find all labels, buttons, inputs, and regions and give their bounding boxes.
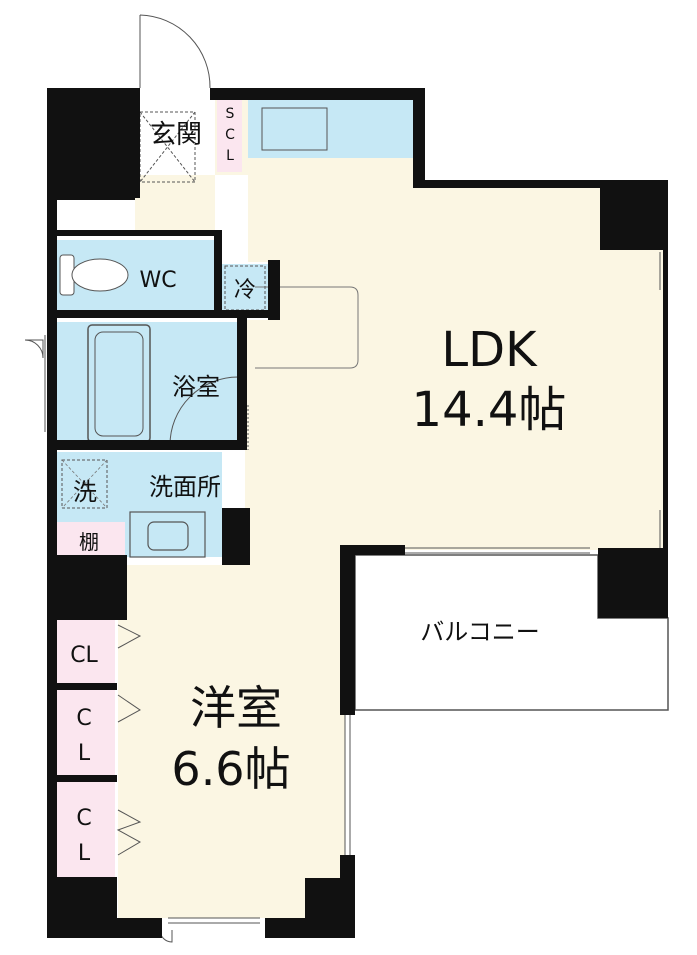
dining-table	[255, 286, 359, 369]
genkan-label: 玄関	[150, 120, 202, 150]
bedroom-size-label: 6.6帖	[171, 742, 290, 796]
scl-label-l: L	[226, 148, 234, 164]
washbasin	[129, 511, 206, 558]
kitchen-sink	[261, 107, 328, 151]
closet-3-label-c: C	[76, 806, 91, 831]
ldk-floor	[135, 100, 665, 565]
closet-1	[57, 618, 115, 683]
washer-space	[61, 459, 108, 509]
scl-storage	[217, 100, 242, 172]
kitchen-counter	[248, 100, 416, 158]
balcony-label: バルコニー	[420, 618, 540, 646]
bedroom-name-label: 洋室	[190, 681, 282, 735]
closet-3	[57, 782, 115, 877]
fridge-label: 冷	[234, 278, 256, 303]
closet-2-label-l: L	[78, 741, 91, 766]
walls	[47, 88, 668, 938]
floor-areas	[57, 100, 669, 918]
washroom-label: 洗面所	[149, 473, 221, 501]
bedroom-floor	[118, 565, 345, 918]
scl-label-c: C	[225, 127, 235, 143]
washer-label: 洗	[73, 478, 97, 506]
labels: 玄関 S C L WC 冷 LDK 14.4帖 浴室 洗 洗面所 棚 バルコニー…	[70, 106, 566, 866]
closet-2	[57, 690, 115, 775]
bathtub-inner	[94, 331, 144, 437]
scl-label-s: S	[226, 106, 235, 122]
wc-label: WC	[139, 268, 176, 293]
closet-3-label-l: L	[78, 841, 91, 866]
closet-2-label-c: C	[76, 706, 91, 731]
shelf-label: 棚	[79, 530, 99, 554]
ldk-name-label: LDK	[441, 322, 538, 378]
shelf-storage	[57, 522, 125, 558]
washbasin-bowl	[147, 521, 189, 551]
fridge-space	[222, 264, 268, 312]
closet-1-label: CL	[70, 643, 98, 668]
ldk-size-label: 14.4帖	[412, 382, 567, 438]
bath-label: 浴室	[172, 373, 220, 401]
